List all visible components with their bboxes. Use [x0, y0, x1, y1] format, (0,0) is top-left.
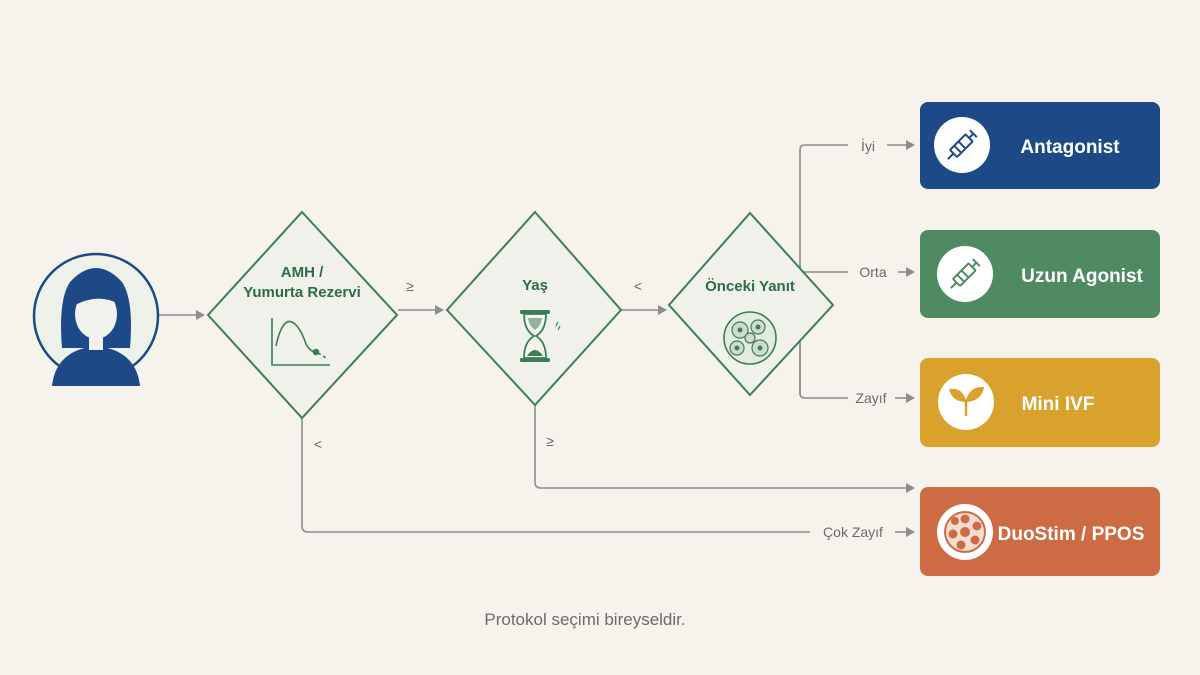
age-decision-node: Yaş [445, 210, 623, 407]
arrowhead [906, 140, 915, 150]
outcome-mini-ivf: Mini IVF [920, 358, 1160, 447]
prior-response-diamond [667, 211, 835, 397]
edge-labels: ≥ < < ≥ İyi Orta Zayıf Çok Zayıf [314, 137, 887, 540]
prior-response-title: Önceki Yanıt [705, 278, 795, 295]
label-age-to-prior: < [634, 278, 642, 294]
label-good: İyi [861, 137, 875, 154]
arrowhead [435, 305, 444, 315]
syringe-icon [947, 129, 978, 160]
arrowhead [906, 527, 915, 537]
footnote: Protokol seçimi bireyseldir. [484, 610, 685, 629]
age-diamond [445, 210, 623, 407]
oocyte-cells-icon [723, 311, 777, 365]
decline-curve-chart-icon [271, 318, 330, 366]
label-very-weak: Çok Zayıf [823, 524, 883, 540]
connectors [159, 140, 915, 537]
arrowhead [906, 483, 915, 493]
outcome-duostim-ppos: DuoStim / PPOS [920, 487, 1160, 576]
prior-response-decision-node: Önceki Yanıt [667, 211, 835, 397]
outcome-label-long-agonist: Uzun Agonist [1021, 266, 1143, 287]
label-weak: Zayıf [855, 390, 886, 406]
outcome-long-agonist: Uzun Agonist [920, 230, 1160, 318]
arrowhead [196, 310, 205, 320]
sprout-leaf-icon [949, 386, 984, 416]
amh-diamond [206, 210, 399, 420]
outcome-label-duostim-ppos: DuoStim / PPOS [998, 524, 1145, 545]
edge-prior-trunk-top [799, 144, 848, 395]
label-amh-to-age: ≥ [406, 278, 414, 294]
label-age-down: ≥ [546, 433, 554, 449]
outcome-label-mini-ivf: Mini IVF [1022, 394, 1095, 415]
arrowhead [658, 305, 667, 315]
edge-age-to-duostim [534, 405, 907, 489]
follicle-cluster-icon [944, 511, 986, 553]
patient-node [32, 252, 160, 386]
label-medium: Orta [859, 264, 886, 280]
outcome-antagonist: Antagonist [920, 102, 1160, 189]
amh-title-line1: AMH / [281, 264, 324, 281]
amh-decision-node: AMH / Yumurta Rezervi [206, 210, 399, 420]
edge-amh-to-very-weak [301, 418, 810, 533]
age-title: Yaş [522, 277, 548, 294]
syringe-icon [950, 258, 981, 289]
amh-title-line2: Yumurta Rezervi [243, 284, 361, 301]
hourglass-icon [520, 310, 561, 362]
label-amh-down: < [314, 436, 322, 452]
arrowhead [906, 267, 915, 277]
arrowhead [906, 393, 915, 403]
edge-prior-trunk-bottom [799, 265, 848, 399]
outcome-label-antagonist: Antagonist [1020, 137, 1120, 158]
patient-avatar-icon [52, 268, 140, 386]
